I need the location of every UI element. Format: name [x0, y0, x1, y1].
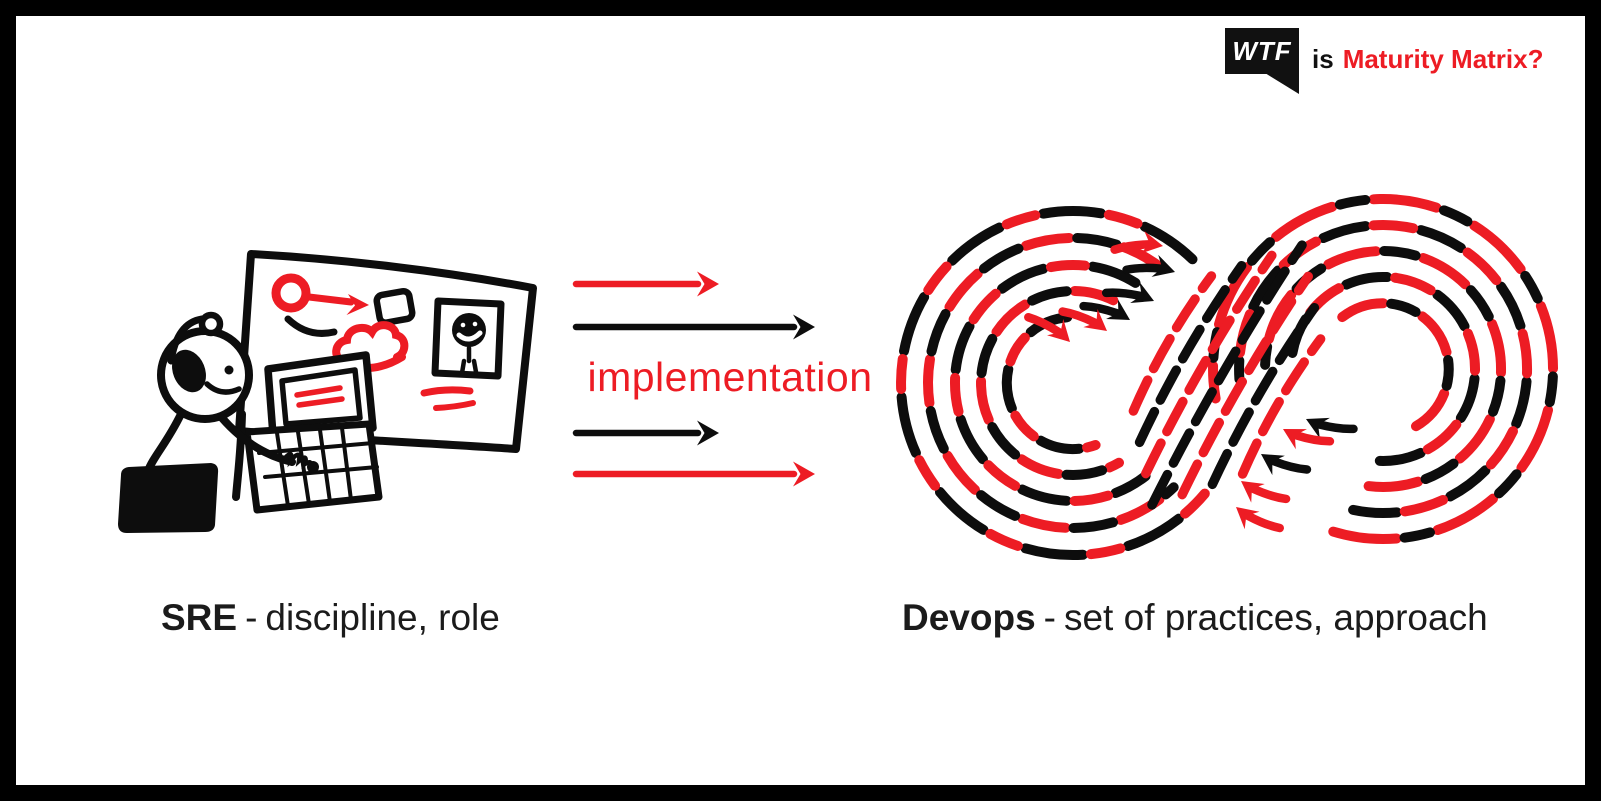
left-loop — [896, 206, 1210, 561]
left-loop-arrowhead — [1079, 299, 1130, 320]
headset-knob — [198, 311, 224, 337]
sre-separator: - — [245, 597, 258, 638]
implementation-label: implementation — [587, 354, 873, 400]
sticky-note — [373, 287, 416, 326]
wtf-logo: WTF — [1225, 28, 1299, 74]
flow-arrow-black-long — [572, 314, 815, 340]
teammate-head — [452, 313, 486, 347]
sre-caption: SRE-discipline, role — [161, 599, 500, 636]
teammate-video-card — [431, 297, 505, 380]
crossover-band — [1128, 240, 1326, 510]
devops-caption: Devops-set of practices, approach — [902, 599, 1488, 636]
left-loop-arrowhead — [1101, 281, 1154, 303]
eye — [224, 365, 234, 375]
right-loop-arrowhead — [1306, 417, 1358, 439]
devops-separator: - — [1043, 597, 1056, 638]
smile — [204, 381, 242, 395]
devops-infinity-loop — [896, 194, 1558, 561]
header-prefix: is — [1312, 44, 1334, 74]
hand-scribble — [282, 451, 319, 473]
right-loop-arrowhead — [1261, 454, 1312, 476]
stool — [118, 463, 219, 533]
board-scribble — [284, 315, 338, 337]
right-loop-arrowhead — [1283, 429, 1335, 450]
devops-term: Devops — [902, 597, 1036, 638]
red-underlines — [420, 386, 476, 411]
headset-band — [167, 315, 206, 365]
flow-arrow-red-long — [572, 461, 815, 487]
left-loop-arrowhead — [1122, 254, 1175, 277]
left-loop-arrowhead — [1024, 313, 1070, 342]
sre-engineer-sketch — [118, 250, 537, 533]
headset-ear — [172, 349, 206, 393]
sre-term: SRE — [161, 597, 238, 638]
flow-arrow-black-short — [572, 420, 719, 446]
left-loop-arrowhead — [1058, 307, 1107, 331]
flow-arrow-red-short — [572, 271, 719, 297]
loop-flow-arrowheads — [1024, 231, 1358, 533]
header-product-name: Maturity Matrix? — [1342, 44, 1544, 74]
flow-arrows — [572, 271, 815, 487]
header-title: is Maturity Matrix? — [1312, 46, 1544, 72]
left-loop-arrowhead — [1110, 231, 1163, 254]
sre-description: discipline, role — [265, 597, 500, 638]
devops-description: set of practices, approach — [1063, 597, 1488, 638]
right-loop-arrowhead — [1236, 507, 1284, 533]
red-node-arrow — [271, 273, 369, 315]
right-loop — [1208, 194, 1558, 545]
keyboard-grid — [257, 426, 379, 508]
right-loop-arrowhead — [1241, 481, 1291, 504]
wtf-logo-tail — [1265, 73, 1299, 94]
laptop — [243, 351, 383, 514]
wtf-logo-text: WTF — [1232, 36, 1292, 66]
